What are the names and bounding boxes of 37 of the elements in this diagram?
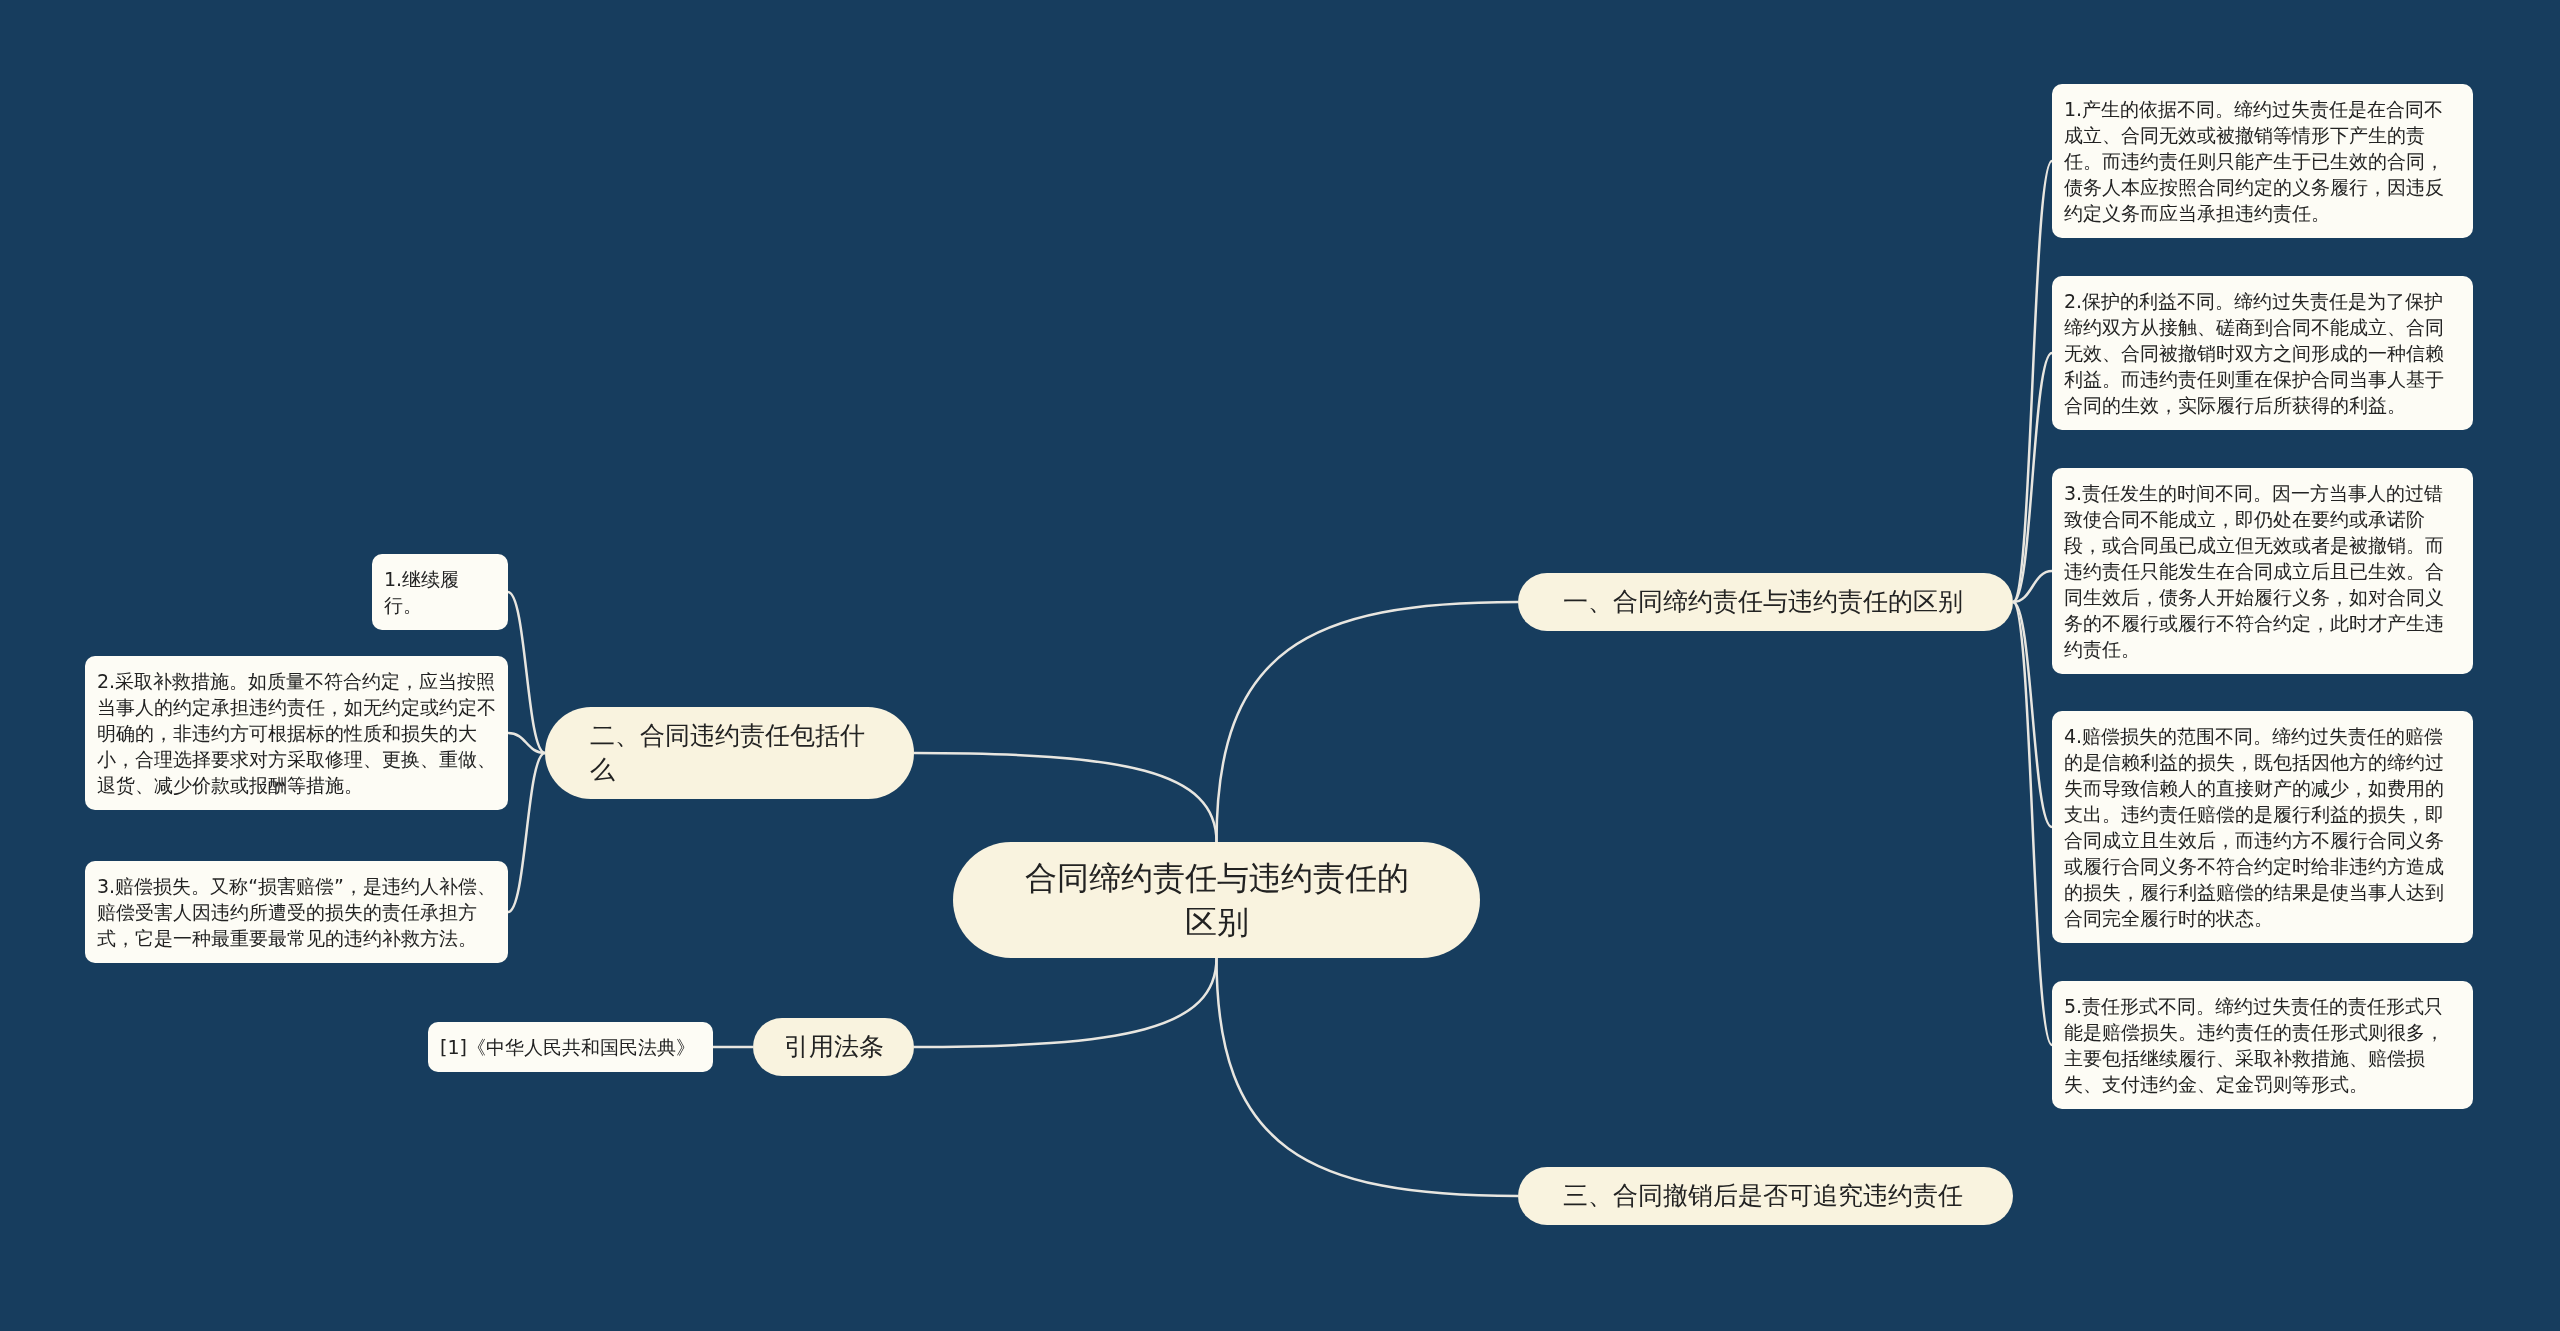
topic-text: 2.采取补救措施。如质量不符合约定，应当按照当事人的约定承担违约责任，如无约定或约定不明确的，非违约方可根据标的性质和损失的大小，合理选择要求对方采取修理、更换、重做、退货、减少价款或报酬等措施。 — [97, 669, 496, 798]
topic-text: 1.继续履行。 — [384, 567, 461, 618]
connector-line — [2012, 569, 2053, 604]
connector-line — [914, 751, 1218, 843]
leaf-note-box — [2052, 276, 2473, 430]
leaf-note-box — [85, 656, 508, 810]
topic-text: 合同缔约责任与违约责任的区别 — [1023, 858, 1410, 943]
topic-text: [1]《中华人民共和国民法典》 — [440, 1035, 696, 1060]
leaf-note-box — [2052, 468, 2473, 674]
connector-line — [914, 957, 1218, 1049]
topic-text: 一、合同缔约责任与违约责任的区别 — [1563, 586, 1964, 618]
topic-text: 5.责任形式不同。缔约过失责任的责任形式只能是赔偿损失。违约责任的责任形式则很多，主要包括继续履行、采取补救措施、赔偿损失、支付违约金、定金罚则等形式。 — [2064, 994, 2445, 1097]
connector-line — [507, 731, 546, 755]
topic-text: 3.赔偿损失。又称“损害赔偿”，是违约人补偿、赔偿受害人因违约所遭受的损失的责任承担方式，它是一种最重要最常见的违约补救方法。 — [97, 874, 496, 951]
connector-line — [713, 1045, 753, 1049]
connector-line — [2011, 160, 2054, 603]
leaf-note-box — [2052, 981, 2473, 1109]
connector-line — [2012, 601, 2053, 828]
connector-line — [507, 752, 546, 913]
branch-topic-box — [1518, 1167, 2013, 1225]
topic-text: 3.责任发生的时间不同。因一方当事人的过错致使合同不能成立，即仍处在要约或承诺阶段，或合同虽已成立但无效或者是被撤销。而违约责任只能发生在合同成立后且已生效。合同生效后，债务人开始履行义务，如对合同义务的不履行或履行不符合约定，此时才产生违约责任。 — [2064, 481, 2445, 662]
topic-text: 二、合同违约责任包括什么 — [590, 720, 866, 786]
leaf-note-box — [2052, 711, 2473, 943]
connector-line — [507, 591, 546, 754]
connector-line — [2011, 601, 2054, 1046]
branch-topic-box — [753, 1018, 914, 1076]
topic-text: 三、合同撤销后是否可追究违约责任 — [1563, 1180, 1964, 1212]
branch-topic-box — [1518, 573, 2013, 631]
topic-text: 2.保护的利益不同。缔约过失责任是为了保护缔约双方从接触、磋商到合同不能成立、合同无效、合同被撤销时双方之间形成的一种信赖利益。而违约责任则重在保护合同当事人基于合同的生效，实际履行后所获得的利益。 — [2064, 289, 2445, 418]
connector-line — [2012, 352, 2053, 603]
leaf-note-box — [85, 861, 508, 963]
topic-text: 引用法条 — [782, 1031, 885, 1063]
topic-text: 4.赔偿损失的范围不同。缔约过失责任的赔偿的是信赖利益的损失，既包括因他方的缔约过失而导致信赖人的直接财产的减少，如费用的支出。违约责任赔偿的是履行利益的损失，即合同成立且生效后，而违约方不履行合同义务或履行合同义务不符合约定时给非违约方造成的损失，履行利益赔偿的结果是使当事人达到合同完全履行时的状态。 — [2064, 724, 2445, 931]
leaf-note-box — [428, 1022, 713, 1072]
topic-text: 1.产生的依据不同。缔约过失责任是在合同不成立、合同无效或被撤销等情形下产生的责任。而违约责任则只能产生于已生效的合同，债务人本应按照合同约定的义务履行，因违反约定义务而应当承担违约责任。 — [2064, 97, 2445, 226]
leaf-note-box — [2052, 84, 2473, 238]
leaf-note-box — [372, 554, 508, 630]
